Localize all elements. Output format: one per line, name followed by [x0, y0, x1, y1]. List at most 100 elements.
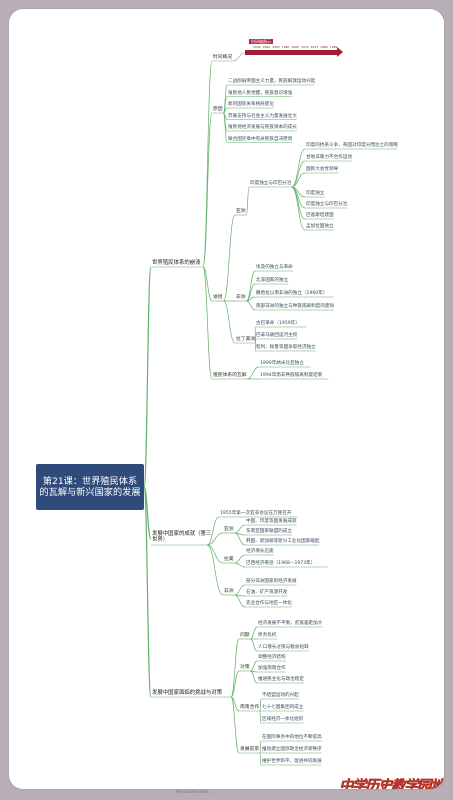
timeline-tick: 1985 [329, 45, 338, 49]
mindmap-node: 拉丁美洲 [236, 337, 256, 342]
connector [291, 186, 306, 231]
connector [223, 214, 236, 302]
timeline-title: 时间轴图示 [249, 39, 273, 44]
mindmap-node: 二战削弱帝国主义力量，民族解放运动兴起 [228, 79, 316, 84]
connector [206, 544, 224, 596]
mindmap-node: 印度独立与印巴分治 [250, 181, 292, 186]
connector [206, 544, 224, 564]
connector [291, 160, 306, 188]
mindmap-node: 拉美 [224, 557, 234, 562]
mindmap-node: 南部非洲的独立与种族隔离制度的废除 [256, 304, 335, 309]
timeline-arrow-icon [337, 47, 343, 57]
mindmap-node: 撒哈拉以南非洲的独立（1960年） [256, 291, 328, 296]
mindmap-node: 苏联支持与社会主义力量发展壮大 [228, 113, 297, 119]
mindmap-node: 殖民地经济发展与民族资本的成长 [228, 125, 297, 130]
connector [234, 524, 246, 534]
timeline-tick: 1950 [262, 45, 271, 49]
branch-label: 世界殖民体系的崩溃 [152, 260, 201, 266]
connector [259, 752, 262, 766]
mindmap-node: 非洲 [224, 589, 234, 594]
connector [250, 660, 258, 672]
connector [250, 670, 258, 684]
mindmap-node: 维护世界和平，促进共同发展 [262, 759, 322, 764]
mindmap-node: 巴基斯坦建国 [306, 213, 334, 218]
timeline-tick: 1965 [291, 45, 300, 49]
connector [246, 300, 256, 311]
mindmap-node: 东南亚国家联盟的成立 [246, 529, 292, 534]
connector [230, 638, 240, 698]
mindmap-node: 1955年第一次亚非会议在万隆召开 [220, 511, 292, 516]
connector [202, 60, 213, 268]
mindmap-node: 对策 [240, 665, 250, 670]
mindmap-node: 孟加拉国独立 [306, 224, 334, 229]
mindmap-node: 进程 [213, 295, 223, 300]
connector [234, 554, 246, 564]
mindmap-node: 不结盟运动的兴起 [262, 693, 299, 698]
mindmap-node: 韩国、新加坡等新兴工业化国家崛起 [246, 539, 320, 544]
mindmap-node: 中国、印度等国发展成就 [246, 519, 297, 524]
mindmap-node: 问题 [240, 633, 250, 638]
branch-label: 发展中国家的成就（第三世界） [152, 531, 212, 543]
timeline-tick: 1945 [253, 45, 261, 49]
connector [206, 516, 220, 546]
connector [246, 270, 256, 302]
mindmap-node: 区域经济一体化组织 [262, 717, 304, 722]
mindmap-node: 智利、秘鲁等国争取经济独立 [256, 345, 316, 350]
connector [202, 266, 213, 302]
mindmap-node: 经济增长迅速 [246, 549, 274, 554]
mindmap-node: 推进民主化与政治稳定 [258, 677, 304, 682]
mindmap-node: 加强南南合作 [258, 666, 286, 671]
connector [259, 740, 262, 754]
connector [259, 698, 262, 712]
mindmap-node: 人口增长过快与粮食短缺 [258, 645, 309, 650]
mindmap-node: 在国际事务中的地位不断提高 [262, 735, 322, 740]
mindmap-node: 新的国际关系格局变化 [228, 102, 274, 107]
connector [230, 696, 240, 712]
mindmap-node: 七十七国集团的成立 [262, 705, 304, 710]
mindmap-node: 时间概况 [213, 55, 233, 60]
mindmap-node: 经济发展不平衡，贫富差距加大 [258, 621, 323, 626]
connector [250, 638, 258, 652]
connector [291, 148, 306, 188]
mindmap-node: 联合国宪章中有关民族自决原则 [228, 136, 293, 142]
mindmap-node: 推动建立国际政治经济新秩序 [262, 747, 322, 752]
mindmap-node: 亚洲 [224, 527, 234, 532]
connector [223, 112, 228, 143]
mindmap-node: 调整经济结构 [258, 655, 286, 660]
branch-label: 发展中国家面临的挑战与对策 [152, 690, 223, 696]
connector [223, 84, 228, 114]
mindmap-node: 古巴革命（1959年） [256, 321, 300, 326]
mindmap-node: 印度的抗英斗争，英国对印度分而治之的策略 [306, 143, 398, 148]
connector [232, 52, 246, 62]
connector-lines [143, 52, 398, 766]
connector [234, 594, 246, 608]
mindmap-node: 巴西经济奇迹（1968—1973年） [246, 561, 316, 566]
mindmap-node: 印度独立与印巴分治 [306, 202, 348, 207]
mindmap-node: 发展前景 [240, 747, 260, 752]
mindmap-node: 原因 [213, 107, 223, 112]
mindmap-node: 国民大会党领导 [306, 167, 339, 172]
connector [234, 562, 246, 568]
mindmap-node: 债务危机 [258, 633, 277, 638]
timeline-tick: 1955 [272, 45, 280, 49]
connector [246, 366, 260, 380]
connector [202, 266, 213, 380]
connector [246, 186, 250, 216]
connector [259, 710, 262, 724]
connector [223, 300, 236, 344]
connector [291, 186, 306, 209]
connector [234, 584, 246, 596]
connector [206, 532, 224, 546]
connector [230, 670, 240, 698]
brand-watermark: 中学历史教学园地 [339, 778, 444, 789]
connector [246, 283, 256, 302]
mindmap-node: 石油、矿产资源开发 [246, 590, 288, 595]
mindmap-node: 农业合作与地区一体化 [246, 601, 292, 606]
mindmap-node: 部分非洲国家的经济发展 [246, 579, 297, 584]
mindmap-node: 印度独立 [306, 191, 325, 196]
connector [143, 266, 152, 488]
mindmap-node: 亚洲 [236, 209, 246, 214]
mindmap-node: 1990年纳米比亚独立 [260, 361, 304, 366]
